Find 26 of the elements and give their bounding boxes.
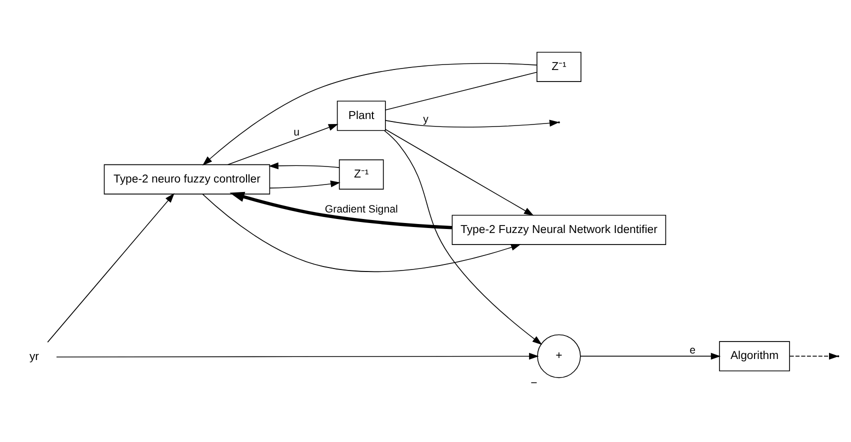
arrow (580, 352, 721, 360)
arrow (202, 194, 521, 272)
node-label: − (530, 378, 538, 390)
edge-label: e (690, 344, 696, 356)
arrow (230, 192, 452, 230)
arrow (56, 352, 539, 360)
arrow (269, 180, 340, 188)
node-box: Plant (336, 100, 386, 131)
edge-label: u (294, 126, 300, 139)
arrow (384, 130, 542, 345)
node-text: yr (29, 351, 39, 364)
connector (385, 72, 538, 110)
node-box: Type-2 neuro fuzzy controller (104, 164, 270, 194)
node-box: Z⁻¹ (536, 52, 582, 82)
arrow (385, 120, 560, 128)
node-box: Z⁻¹ (338, 159, 384, 190)
arrow (227, 124, 338, 166)
node-box: Algorithm (719, 341, 790, 372)
arrow (202, 63, 538, 166)
arrow (47, 193, 174, 343)
arrow (268, 162, 340, 170)
node-box: Type-2 Fuzzy Neural Network Identifier (452, 214, 666, 245)
edge-label: Gradient Signal (324, 203, 398, 216)
node-circle: + (537, 334, 581, 378)
arrow (385, 128, 534, 216)
edge-label: y (423, 114, 428, 126)
